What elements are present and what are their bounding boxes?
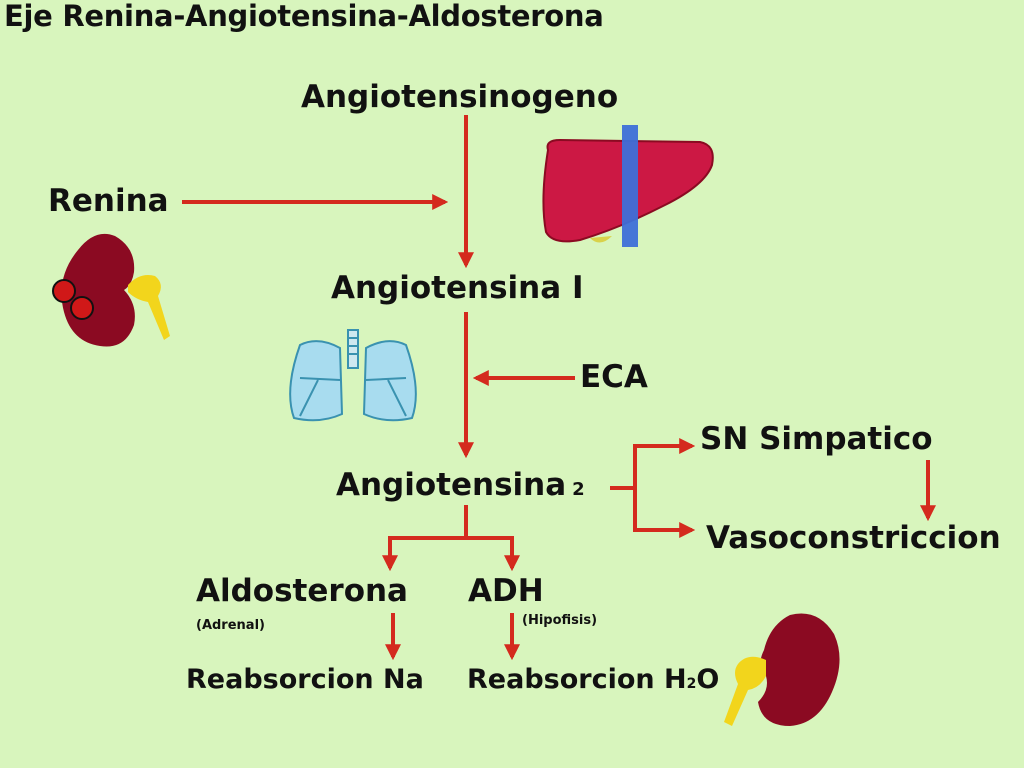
kidney-icon — [724, 613, 840, 726]
angiotensina-2-label: Angiotensina — [336, 467, 567, 503]
note-adrenal: (Adrenal) — [196, 618, 265, 633]
node-vasoconstriccion: Vasoconstriccion — [706, 520, 1001, 556]
arrow-to-aldosterona — [382, 536, 466, 572]
node-sn-simpatico: SN Simpatico — [700, 421, 933, 457]
reabsorcion-h2o-prefix: Reabsorcion H — [467, 664, 687, 695]
node-angiotensina-1: Angiotensina I — [331, 270, 584, 306]
node-reabsorcion-na: Reabsorcion Na — [186, 664, 424, 695]
arrow-to-adh — [466, 536, 520, 572]
arrow-to-sn-simpatico — [633, 438, 696, 488]
node-angiotensinogeno: Angiotensinogeno — [301, 79, 619, 115]
node-reabsorcion-h2o: Reabsorcion H2O — [467, 666, 719, 693]
angiotensina-2-suffix: 2 — [572, 479, 585, 500]
arrow-to-vasoconstriccion — [633, 488, 696, 538]
node-eca: ECA — [580, 359, 648, 395]
kidney-icon — [52, 233, 170, 347]
reabsorcion-h2o-suffix: O — [696, 664, 720, 695]
reabsorcion-h2o-sub: 2 — [686, 676, 697, 692]
node-adh: ADH — [468, 573, 544, 609]
node-aldosterona: Aldosterona — [196, 573, 408, 609]
diagram-title: Eje Renina-Angiotensina-Aldosterona — [4, 0, 604, 33]
note-hipofisis: (Hipofisis) — [522, 613, 598, 628]
lungs-icon — [289, 329, 417, 422]
node-renina: Renina — [48, 183, 169, 219]
liver-icon — [542, 125, 714, 247]
